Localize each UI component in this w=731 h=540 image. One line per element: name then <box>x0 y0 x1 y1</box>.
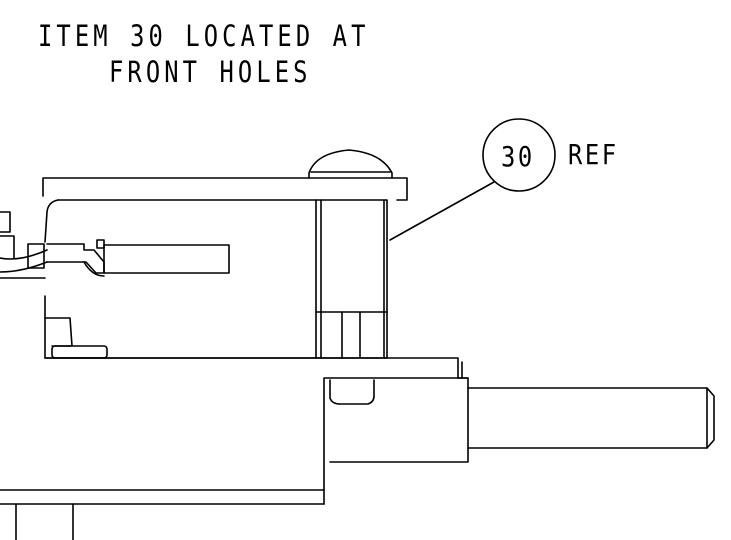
left-edge-stub-2 <box>0 235 15 259</box>
item-balloon-circle <box>482 118 556 192</box>
left-bracket-tab <box>44 317 73 347</box>
base-plate <box>44 357 469 379</box>
base-plate-lower <box>0 377 459 491</box>
standoff <box>315 199 388 359</box>
item-balloon-number: 30 <box>501 140 535 173</box>
terminal-tab <box>96 239 105 249</box>
left-bracket <box>44 295 317 359</box>
wire-lower <box>0 261 48 273</box>
wire-clip <box>27 243 45 269</box>
wire-upper <box>0 249 48 260</box>
callout-ref-label: REF <box>568 138 619 171</box>
screw-head <box>308 149 393 179</box>
drawing-note-line-1: ITEM 30 LOCATED AT <box>38 19 370 53</box>
terminal-crimp <box>46 243 105 274</box>
top-plate-bend <box>44 199 59 243</box>
terminal-body <box>103 244 230 274</box>
base-notch <box>329 379 375 405</box>
top-plate <box>42 177 408 201</box>
leader-line <box>389 181 495 241</box>
left-edge-stub-1 <box>0 211 11 233</box>
bottom-stub <box>15 503 74 540</box>
lower-pad <box>51 345 108 359</box>
shaft-block <box>329 377 469 463</box>
drawing-note-line-2: FRONT HOLES <box>109 55 312 89</box>
shaft <box>467 387 715 449</box>
terminal-lead <box>83 261 105 277</box>
